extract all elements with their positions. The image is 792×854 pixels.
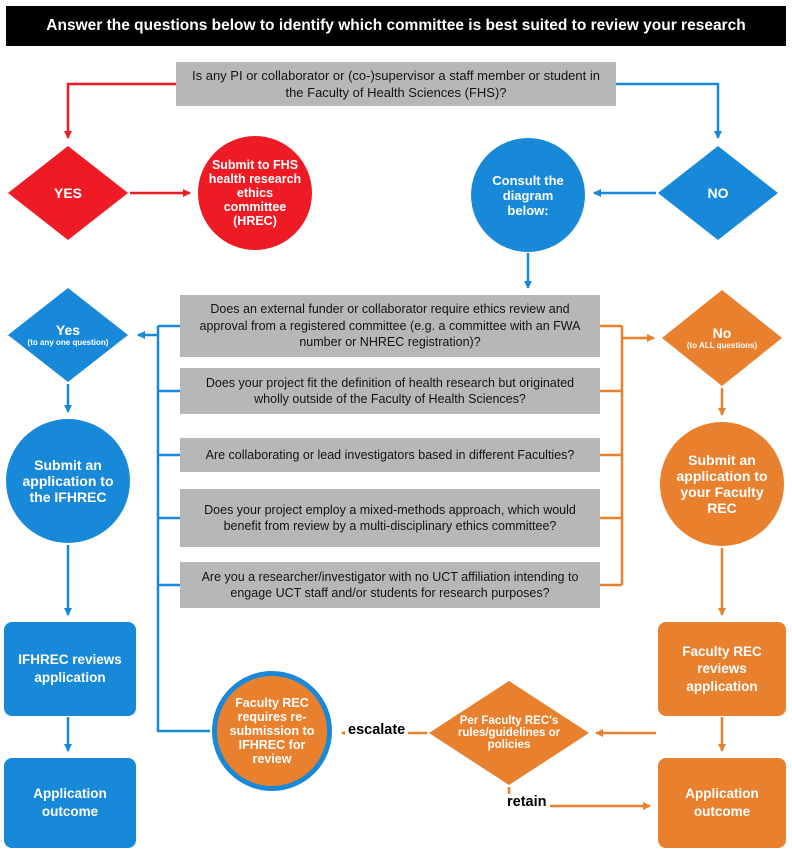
retain-label: retain	[504, 794, 550, 810]
question-box-2: Does your project fit the definition of …	[180, 368, 600, 414]
question-4-text: Does your project employ a mixed-methods…	[204, 502, 576, 534]
faculty-outcome-text: Application outcome	[685, 786, 759, 819]
no-diamond: NO	[658, 146, 778, 240]
no-all-diamond: No (to ALL questions)	[662, 290, 782, 386]
ifhrec-outcome-box: Application outcome	[4, 758, 136, 848]
question-2-text: Does your project fit the definition of …	[205, 375, 575, 407]
top-question-box: Is any PI or collaborator or (co-)superv…	[176, 62, 616, 106]
faculty-outcome-box: Application outcome	[658, 758, 786, 848]
escalate-label: escalate	[345, 722, 409, 738]
hrec-submit-circle: Submit to FHS health research ethics com…	[198, 136, 312, 250]
header-title: Answer the questions below to identify w…	[46, 17, 746, 34]
question-5-text: Are you a researcher/investigator with n…	[201, 569, 579, 601]
question-3-text: Are collaborating or lead investigators …	[205, 447, 575, 462]
ifhrec-reviews-box: IFHREC reviews application	[4, 622, 136, 716]
no-label: NO	[707, 185, 729, 201]
submit-ifhrec-text: Submit an application to the IFHREC	[22, 457, 114, 505]
yes-diamond: YES	[8, 146, 128, 240]
question-box-1: Does an external funder or collaborator …	[180, 295, 600, 357]
question-box-4: Does your project employ a mixed-methods…	[180, 489, 600, 547]
resubmission-text: Faculty REC requires re-submission to IF…	[229, 696, 315, 766]
resubmission-circle: Faculty REC requires re-submission to IF…	[212, 671, 332, 791]
ifhrec-reviews-text: IFHREC reviews application	[18, 652, 122, 685]
yes-any-sub: (to any one question)	[27, 337, 109, 347]
hrec-submit-text: Submit to FHS health research ethics com…	[208, 158, 302, 228]
top-question-text: Is any PI or collaborator or (co-)superv…	[192, 67, 600, 100]
ifhrec-outcome-text: Application outcome	[33, 786, 107, 819]
no-all-label: No	[712, 324, 732, 341]
submit-faculty-text: Submit an application to your Faculty RE…	[676, 452, 768, 516]
consult-text: Consult the diagram below:	[492, 172, 564, 218]
faculty-rules-diamond: Per Faculty REC's rules/guidelines or po…	[429, 681, 589, 785]
faculty-reviews-box: Faculty REC reviews application	[658, 622, 786, 716]
yes-any-diamond: Yes (to any one question)	[8, 288, 128, 382]
header-banner: Answer the questions below to identify w…	[6, 6, 786, 46]
faculty-reviews-text: Faculty REC reviews application	[682, 643, 762, 694]
question-box-3: Are collaborating or lead investigators …	[180, 438, 600, 472]
consult-circle: Consult the diagram below:	[471, 138, 585, 252]
question-box-5: Are you a researcher/investigator with n…	[180, 562, 600, 608]
no-all-sub: (to ALL questions)	[686, 340, 758, 350]
yes-any-label: Yes	[55, 321, 81, 338]
faculty-rules-text: Per Faculty REC's rules/guidelines or po…	[457, 715, 561, 751]
submit-ifhrec-circle: Submit an application to the IFHREC	[6, 419, 130, 543]
yes-label: YES	[53, 185, 82, 201]
question-1-text: Does an external funder or collaborator …	[199, 302, 581, 350]
submit-faculty-circle: Submit an application to your Faculty RE…	[660, 422, 784, 546]
